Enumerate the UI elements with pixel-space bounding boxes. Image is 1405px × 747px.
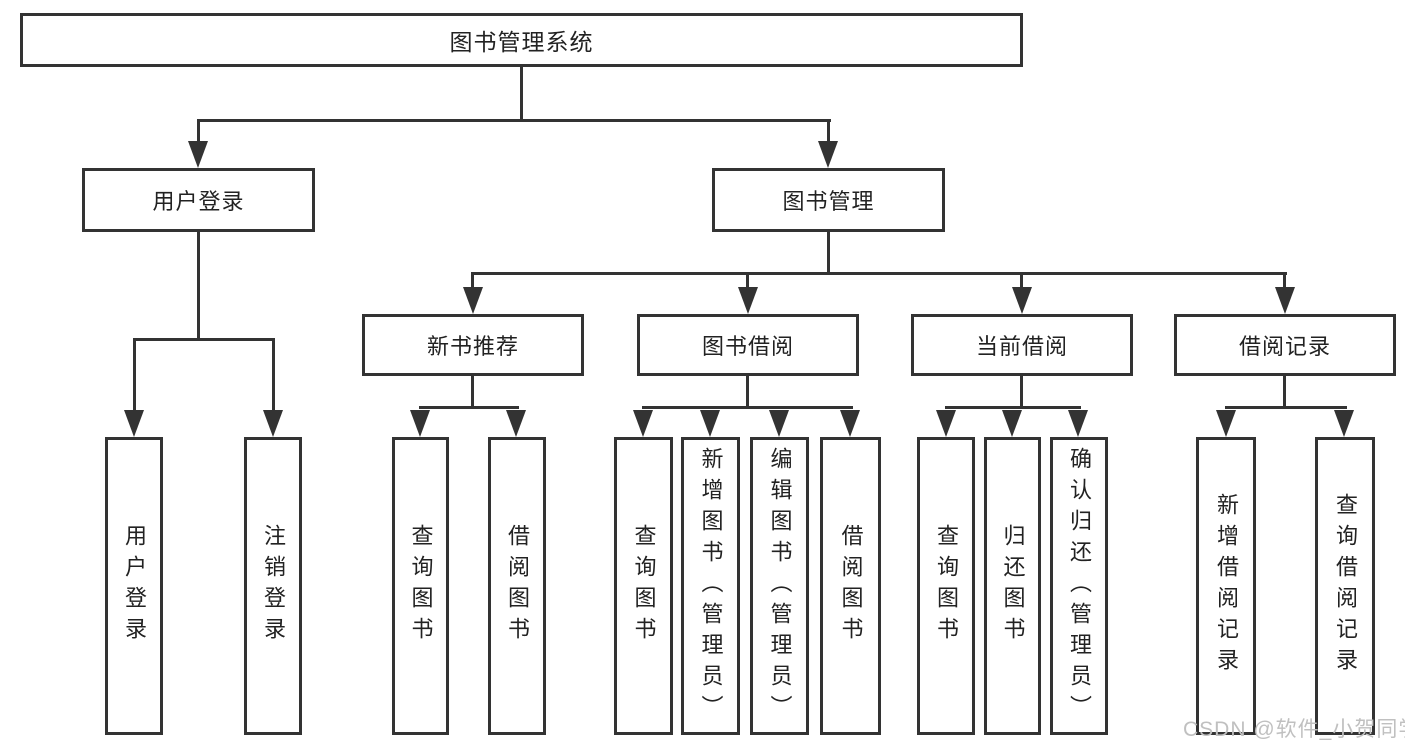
leaf-query-books-1: 查询图书 — [392, 437, 449, 735]
node-label: 查询图书 — [631, 524, 657, 648]
node-label: 注销登录 — [261, 524, 286, 648]
connector-line — [1020, 272, 1023, 290]
connector-line — [133, 338, 136, 412]
node-label: 查询图书 — [408, 524, 434, 648]
leaf-query-books-3: 查询图书 — [917, 437, 975, 735]
connector-line — [471, 272, 1287, 275]
arrowhead-down-icon — [936, 410, 956, 437]
node-current-borrowing: 当前借阅 — [911, 314, 1133, 376]
arrowhead-down-icon — [633, 410, 653, 437]
connector-line — [272, 338, 275, 412]
connector-line — [197, 119, 831, 122]
node-label: 图书管理系统 — [449, 29, 594, 55]
arrowhead-down-icon — [840, 410, 860, 437]
node-new-book-recommendation: 新书推荐 — [362, 314, 584, 376]
leaf-user-login: 用户登录 — [105, 437, 163, 735]
node-label: 当前借阅 — [975, 334, 1068, 359]
arrowhead-down-icon — [188, 141, 208, 168]
leaf-add-books-admin: 新增图书（管理员） — [681, 437, 740, 735]
node-label: 归还图书 — [1000, 524, 1026, 648]
arrowhead-down-icon — [1068, 410, 1088, 437]
arrowhead-down-icon — [1012, 287, 1032, 314]
node-label: 编辑图书（管理员） — [767, 446, 793, 726]
connector-line — [1283, 376, 1286, 407]
node-label: 借阅图书 — [838, 524, 864, 648]
leaf-add-borrow-record: 新增借阅记录 — [1196, 437, 1256, 735]
arrowhead-down-icon — [769, 410, 789, 437]
node-label: 借阅记录 — [1238, 334, 1331, 359]
leaf-borrow-books-1: 借阅图书 — [488, 437, 546, 735]
node-label: 借阅图书 — [505, 524, 530, 648]
arrowhead-down-icon — [1334, 410, 1354, 437]
arrowhead-down-icon — [1275, 287, 1295, 314]
connector-line — [827, 232, 830, 273]
connector-line — [1225, 406, 1347, 409]
connector-line — [945, 406, 1081, 409]
connector-line — [471, 376, 474, 407]
leaf-borrow-books-2: 借阅图书 — [820, 437, 881, 735]
connector-line — [197, 232, 200, 339]
connector-line — [642, 406, 853, 409]
arrowhead-down-icon — [818, 141, 838, 168]
arrowhead-down-icon — [700, 410, 720, 437]
leaf-query-borrow-record: 查询借阅记录 — [1315, 437, 1375, 735]
connector-line — [827, 119, 830, 145]
node-label: 用户登录 — [152, 189, 245, 214]
node-borrowing-records: 借阅记录 — [1174, 314, 1396, 376]
leaf-logout: 注销登录 — [244, 437, 302, 735]
arrowhead-down-icon — [1216, 410, 1236, 437]
connector-line — [197, 119, 200, 145]
node-label: 用户登录 — [122, 524, 147, 648]
node-user-login: 用户登录 — [82, 168, 315, 232]
connector-line — [746, 272, 749, 290]
leaf-return-books: 归还图书 — [984, 437, 1041, 735]
arrowhead-down-icon — [1002, 410, 1022, 437]
connector-line — [133, 338, 275, 341]
node-label: 图书借阅 — [701, 334, 794, 359]
arrowhead-down-icon — [410, 410, 430, 437]
connector-line — [1283, 272, 1286, 290]
arrowhead-down-icon — [506, 410, 526, 437]
connector-line — [471, 272, 474, 290]
node-book-management: 图书管理 — [712, 168, 945, 232]
connector-line — [746, 376, 749, 407]
arrowhead-down-icon — [463, 287, 483, 314]
leaf-query-books-2: 查询图书 — [614, 437, 673, 735]
leaf-edit-books-admin: 编辑图书（管理员） — [750, 437, 809, 735]
node-label: 新增图书（管理员） — [698, 446, 724, 726]
node-label: 查询图书 — [934, 524, 959, 648]
arrowhead-down-icon — [263, 410, 283, 437]
connector-line — [520, 66, 523, 120]
node-label: 新增借阅记录 — [1214, 493, 1239, 679]
node-book-borrowing: 图书借阅 — [637, 314, 859, 376]
arrowhead-down-icon — [738, 287, 758, 314]
connector-line — [1020, 376, 1023, 407]
node-label: 查询借阅记录 — [1333, 493, 1358, 679]
node-label: 确认归还（管理员） — [1067, 446, 1092, 726]
csdn-watermark: CSDN @软件_小贺同学 — [1183, 718, 1405, 741]
arrowhead-down-icon — [124, 410, 144, 437]
node-library-management-system: 图书管理系统 — [20, 13, 1023, 67]
connector-line — [419, 406, 519, 409]
node-label: 新书推荐 — [426, 334, 519, 359]
leaf-confirm-return-admin: 确认归还（管理员） — [1050, 437, 1108, 735]
node-label: 图书管理 — [782, 189, 875, 214]
